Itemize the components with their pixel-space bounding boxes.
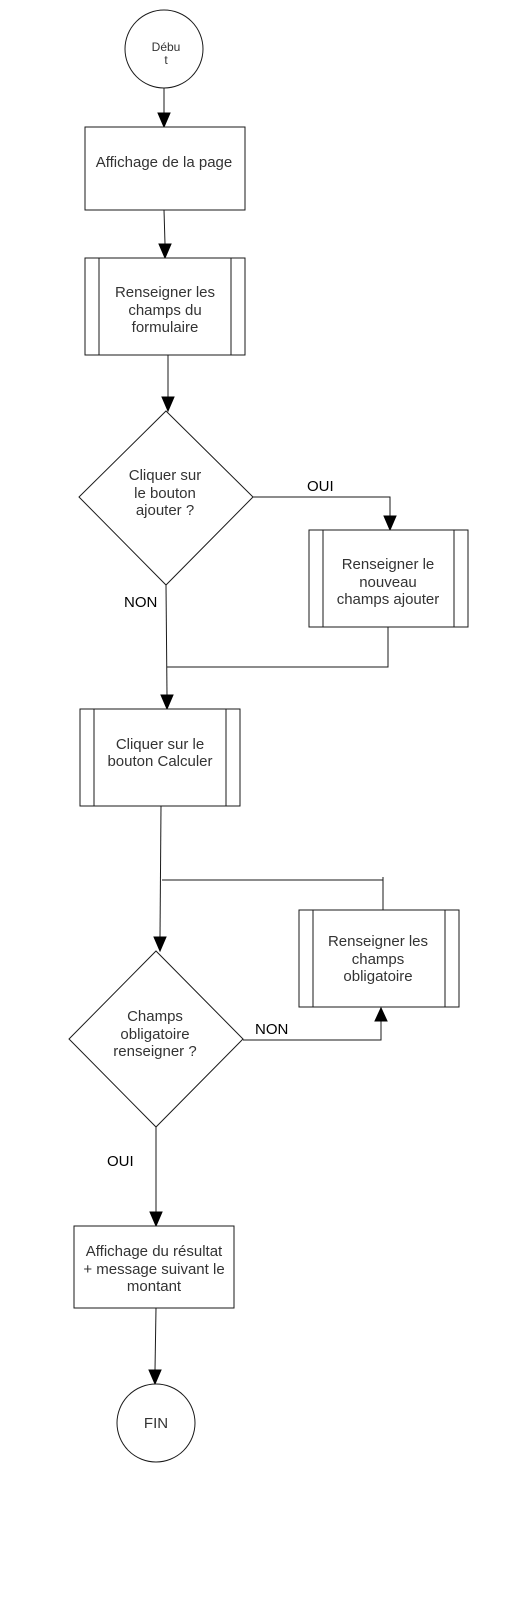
decision-click-add-node: Cliquer sur le bouton ajouter ?: [78, 410, 254, 586]
start-node: Débu t: [124, 9, 204, 89]
fill-required-label-line: obligatoire: [343, 968, 412, 985]
fill-new-field-label-line: Renseigner le: [342, 556, 435, 573]
decision-required-label-line: Champs: [127, 1008, 183, 1025]
display-result-node: Affichage du résultat + message suivant …: [73, 1225, 235, 1309]
arrowhead: [160, 694, 174, 711]
arrowhead: [383, 515, 397, 532]
fill-form-label-line: champs du: [128, 302, 201, 319]
edge-label-add-no: NON: [124, 594, 157, 611]
decision-click-add-label-line: le bouton: [134, 485, 196, 502]
display-result-label-line: montant: [127, 1278, 182, 1295]
click-calculate-node: Cliquer sur le bouton Calculer: [79, 708, 241, 807]
fill-form-node: Renseigner les champs du formulaire: [84, 257, 246, 356]
fill-form-label-line: formulaire: [132, 319, 199, 336]
decision-required-label-line: renseigner ?: [113, 1043, 196, 1060]
decision-click-add-label-line: Cliquer sur: [129, 467, 202, 484]
fill-required-node: Renseigner les champs obligatoire: [298, 909, 460, 1008]
connector-fill-required-loop-back: [162, 879, 384, 910]
display-result-label-line: + message suivant le: [83, 1261, 224, 1278]
edge-label-required-no: NON: [255, 1021, 288, 1038]
fill-new-field-label-line: nouveau: [359, 574, 417, 591]
connector-calculate-to-decision-required: [159, 805, 162, 938]
click-calculate-label-line: bouton Calculer: [107, 753, 212, 770]
end-node: FIN: [116, 1383, 196, 1463]
fill-required-label-line: champs: [352, 951, 405, 968]
decision-required-label-line: obligatoire: [120, 1026, 189, 1043]
connector-result-to-end: [154, 1307, 157, 1371]
arrowhead: [161, 396, 175, 413]
connector-decision-add-no: [165, 584, 168, 696]
connector-decision-required-no: [243, 1021, 382, 1041]
start-label-line: t: [164, 53, 168, 67]
arrowhead: [149, 1211, 163, 1228]
click-calculate-label-line: Cliquer sur le: [116, 736, 204, 753]
end-label: FIN: [144, 1415, 168, 1432]
fill-new-field-label-line: champs ajouter: [337, 591, 440, 608]
connector-display-to-form: [163, 209, 166, 245]
connector-decision-add-yes: [253, 496, 391, 516]
decision-click-add-label-line: ajouter ?: [136, 502, 194, 519]
arrowhead: [153, 936, 167, 953]
fill-required-label-line: Renseigner les: [328, 933, 428, 950]
edge-label-add-yes: OUI: [307, 478, 334, 495]
fill-new-field-node: Renseigner le nouveau champs ajouter: [308, 529, 469, 628]
fill-form-label-line: Renseigner les: [115, 284, 215, 301]
arrowhead: [148, 1369, 162, 1386]
arrowhead: [158, 243, 172, 260]
start-label-line: Débu: [152, 40, 181, 54]
display-page-node: Affichage de la page: [84, 126, 246, 211]
arrowhead: [157, 112, 171, 129]
connector-new-field-merge: [167, 627, 389, 668]
arrowhead: [374, 1006, 388, 1022]
decision-required-filled-node: Champs obligatoire renseigner ?: [68, 950, 244, 1128]
edge-label-required-yes: OUI: [107, 1153, 134, 1170]
display-result-label-line: Affichage du résultat: [86, 1243, 223, 1260]
display-page-label: Affichage de la page: [96, 154, 233, 171]
